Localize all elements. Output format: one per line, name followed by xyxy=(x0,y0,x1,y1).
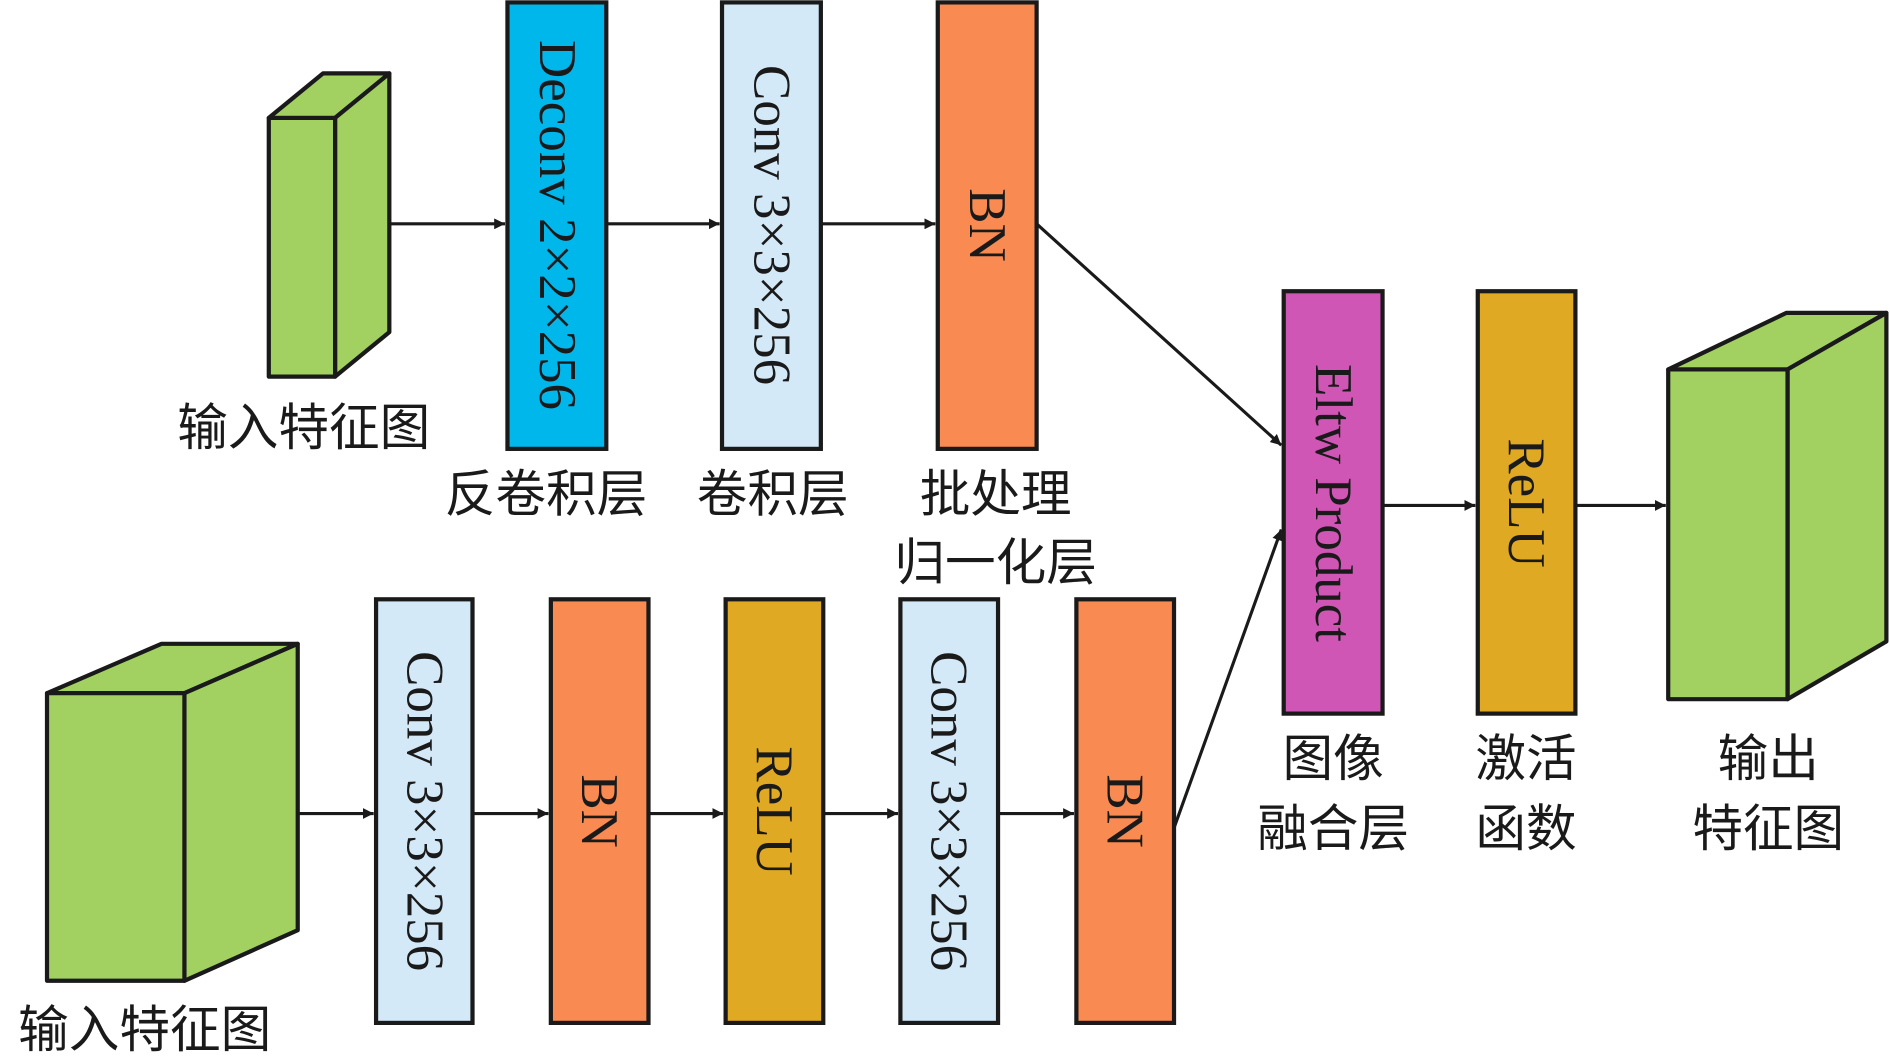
bottom-conv1-text: Conv 3×3×256 xyxy=(395,651,453,971)
bottom-bn1-layer: BN xyxy=(548,597,651,1026)
eltw-box xyxy=(1281,289,1385,716)
top-bn-layer: BN xyxy=(935,0,1039,451)
bottom-input-label: 输入特征图 xyxy=(18,1000,271,1059)
bottom-bn1-text: BN xyxy=(570,774,628,848)
top-input-feature-map xyxy=(266,71,392,379)
bottom-bn2-layer: BN xyxy=(1074,597,1177,1026)
bottom-bn2-text: BN xyxy=(1096,774,1154,848)
cube-front-face xyxy=(1666,367,1790,702)
top-conv-label: 卷积层 xyxy=(697,464,849,523)
top-bn-label-line1: 批处理 xyxy=(920,464,1072,523)
cube-front-face xyxy=(44,691,187,983)
relu-label-line1: 激活 xyxy=(1475,729,1576,788)
top-conv-text: Conv 3×3×256 xyxy=(742,65,800,385)
bottom-conv2-box xyxy=(898,597,1001,1026)
bottom-bn1-box xyxy=(548,597,651,1026)
deconv-layer: Deconv 2×2×256 xyxy=(505,0,609,451)
output-label-line1: 输出 xyxy=(1718,729,1819,788)
eltw-product-layer: Eltw Product xyxy=(1281,289,1385,716)
bottom-relu-layer: ReLU xyxy=(723,597,826,1026)
top-conv-layer: Conv 3×3×256 xyxy=(719,0,823,451)
top-conv-box xyxy=(719,0,823,451)
top-bn-label-line2: 归一化层 xyxy=(894,533,1096,592)
eltw-label-line2: 融合层 xyxy=(1257,799,1409,858)
deconv-label: 反卷积层 xyxy=(445,464,647,523)
top-bn-box xyxy=(935,0,1039,451)
bottom-conv2-text: Conv 3×3×256 xyxy=(920,651,978,971)
bottom-conv2-layer: Conv 3×3×256 xyxy=(898,597,1001,1026)
cube-side-face xyxy=(332,71,392,379)
output-label-line2: 特征图 xyxy=(1692,799,1844,858)
bottom-relu-text: ReLU xyxy=(745,746,803,875)
arrow-top-bn-to-eltw xyxy=(1035,222,1283,447)
merge-relu-box xyxy=(1475,289,1578,716)
top-input-label: 输入特征图 xyxy=(177,398,430,457)
merge-relu-layer: ReLU xyxy=(1475,289,1578,716)
arrow-bottom-bn-to-eltw xyxy=(1172,528,1283,829)
bottom-conv1-layer: Conv 3×3×256 xyxy=(373,597,475,1026)
cube-side-face xyxy=(1785,310,1889,702)
bottom-input-feature-map xyxy=(44,641,300,983)
relu-label-line2: 函数 xyxy=(1475,799,1576,858)
eltw-label-line1: 图像 xyxy=(1283,729,1384,788)
eltw-text: Eltw Product xyxy=(1304,364,1362,642)
deconv-box xyxy=(505,0,609,451)
cube-side-face xyxy=(182,641,300,983)
merge-relu-text: ReLU xyxy=(1497,438,1555,567)
top-bn-text: BN xyxy=(958,188,1016,262)
bottom-bn2-box xyxy=(1074,597,1177,1026)
deconv-text: Deconv 2×2×256 xyxy=(528,40,586,410)
output-feature-map xyxy=(1666,310,1889,702)
bottom-relu-box xyxy=(723,597,826,1026)
bottom-conv1-box xyxy=(373,597,475,1026)
cube-front-face xyxy=(266,115,338,379)
